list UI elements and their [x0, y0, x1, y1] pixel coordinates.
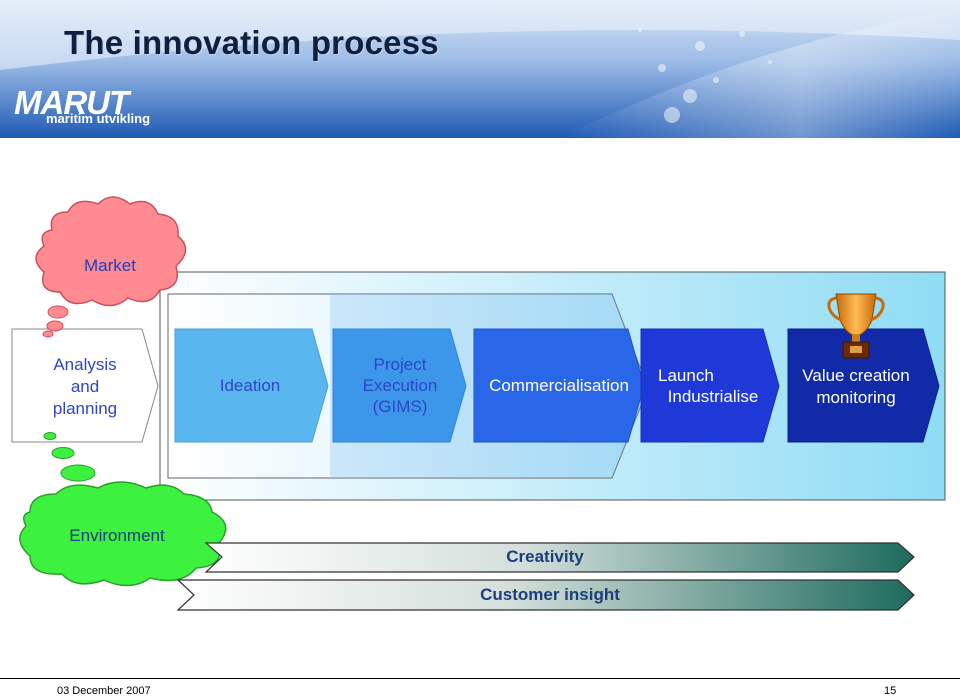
stage-ideation-label: Ideation: [219, 376, 281, 395]
market-cloud: [35, 196, 187, 338]
page-title: The innovation process: [64, 24, 439, 61]
creativity-band-label: Creativity: [506, 547, 584, 566]
stage-launch-arrow: [640, 328, 780, 443]
stage-commercialisation-arrow: [473, 328, 645, 443]
stage-project-execution-arrow: [332, 328, 467, 443]
customer-insight-band: [176, 579, 915, 611]
creativity-band: [204, 542, 915, 573]
company-logo-subtitle: maritim utvikling: [46, 111, 151, 126]
stage-value-creation-arrow: [787, 328, 940, 443]
market-cloud-label: Market: [84, 256, 136, 275]
stage-analysis-planning-arrow: [11, 328, 159, 443]
decorative-bubbles: [638, 28, 772, 123]
stage-ideation-arrow: [174, 328, 329, 443]
page-number: 15: [884, 685, 897, 697]
footer-divider: [0, 678, 960, 679]
environment-cloud: [19, 432, 227, 587]
customer-insight-band-label: Customer insight: [480, 585, 620, 604]
environment-cloud-label: Environment: [69, 526, 165, 545]
header-banner: [0, 0, 960, 138]
footer-date: 03 December 2007: [57, 685, 151, 697]
stage-commercialisation-label: Commercialisation: [489, 376, 629, 395]
company-logo: MARUT: [14, 84, 129, 121]
trophy-icon: [827, 293, 885, 359]
